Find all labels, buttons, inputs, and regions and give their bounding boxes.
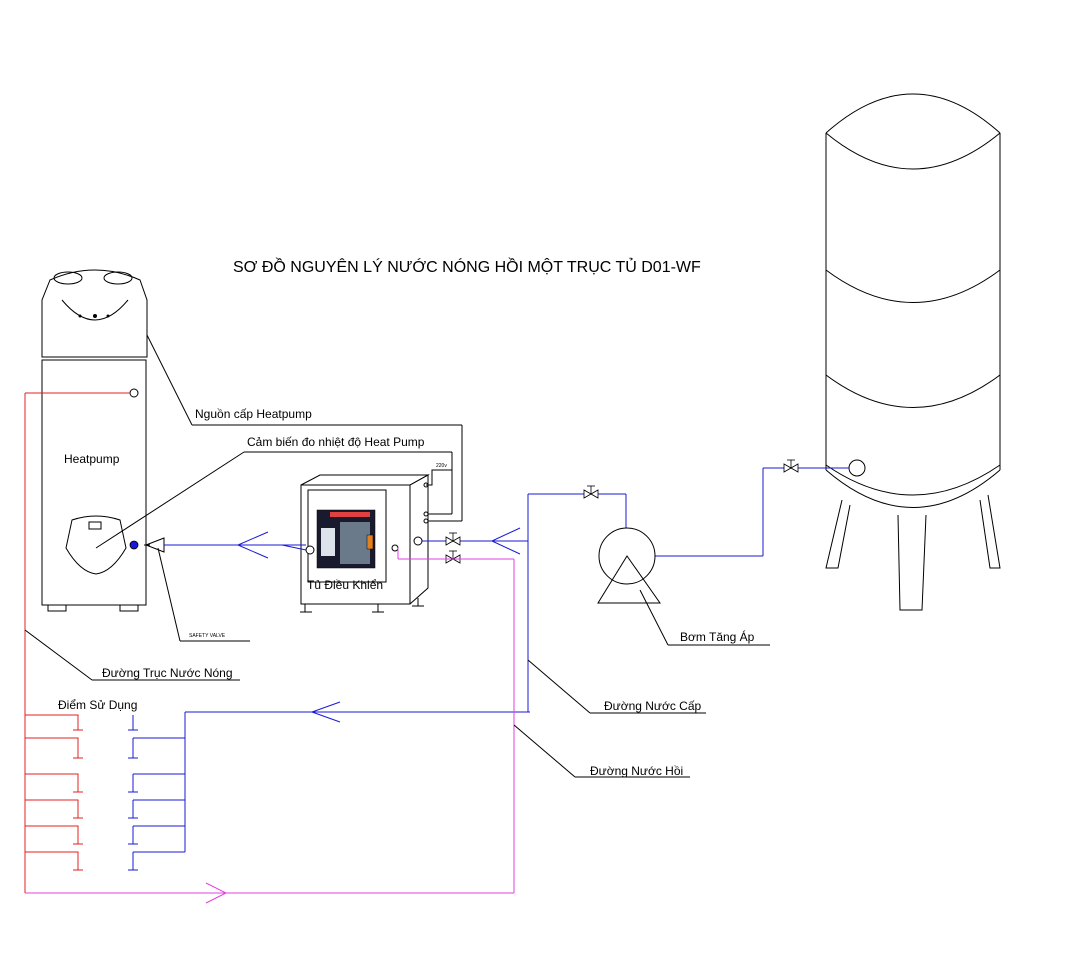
safety-valve-icon (144, 537, 165, 553)
control-cabinet: Tủ Điều Khiển (300, 474, 430, 613)
heatpump-unit: Heatpump (41, 269, 148, 612)
power-220v: 220v (426, 463, 452, 486)
return-line-label: Đường Nước Hồi (590, 764, 683, 778)
hot-water-main-line (24, 392, 130, 893)
power-supply-label: Nguồn cấp Heatpump (195, 407, 312, 421)
usage-point-caps-cold (128, 729, 138, 871)
diagram-title: SƠ ĐỒ NGUYÊN LÝ NƯỚC NÓNG HỒI MỘT TRỤC T… (233, 257, 701, 276)
safety-valve-label: SAFETY VALVE (189, 633, 226, 639)
storage-tank (825, 93, 1001, 611)
voltage-label: 220v (436, 463, 447, 469)
return-water-line (25, 548, 515, 904)
cold-supply-line (132, 467, 849, 870)
booster-pump-label: Bơm Tăng Áp (680, 629, 755, 644)
booster-pump-icon (597, 527, 661, 604)
hot-water-main-label: Đường Trục Nước Nóng (102, 666, 233, 680)
cabinet-label: Tủ Điều Khiển (307, 578, 383, 592)
valve-icon (445, 459, 799, 564)
cabinet-inlet-icon (305, 545, 315, 555)
supply-line-label: Đường Nước Cấp (604, 699, 701, 713)
tank-outlet-icon (848, 459, 866, 477)
heatpump-label: Heatpump (64, 452, 120, 466)
usage-points-label: Điểm Sử Dụng (58, 698, 137, 712)
temp-sensor-label: Cảm biến đo nhiệt độ Heat Pump (247, 435, 425, 449)
